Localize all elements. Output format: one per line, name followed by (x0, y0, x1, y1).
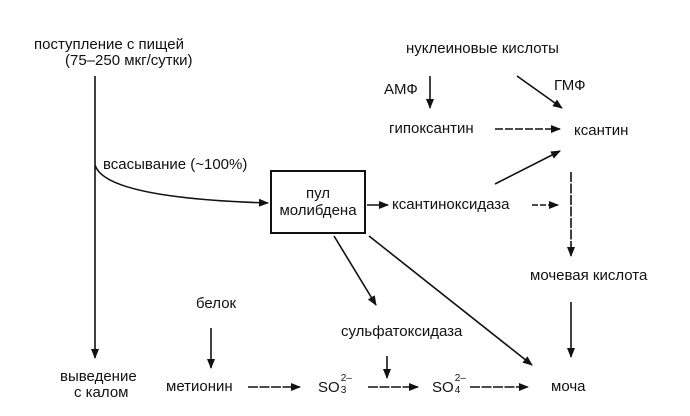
hypoxanthine-label: гипоксантин (389, 120, 474, 137)
excretion-label-line2: с калом (74, 384, 129, 401)
intake-label-line2: (75–250 мкг/сутки) (65, 52, 193, 69)
arrow-absorption-to-pool (94, 164, 269, 207)
intake-label-line1: поступление с пищей (34, 36, 184, 53)
sulfate-charge: 2– (454, 373, 466, 384)
sulfite-oxidase-label: сульфатоксидаза (341, 323, 463, 340)
pool-label-line1: пул (305, 185, 331, 202)
arrow-to-xanthine-diagonal (494, 150, 561, 185)
uric-acid-label: мочевая кислота (530, 267, 648, 284)
molybdenum-pool-box: пул молибдена (270, 170, 366, 234)
sulfite-subscript: 3 (340, 385, 347, 396)
protein-label: белок (196, 295, 237, 312)
methionine-label: метионин (166, 378, 233, 395)
nucleic-acids-label: нуклеиновые кислоты (406, 40, 559, 57)
xanthine-label: ксантин (574, 122, 629, 139)
arrow-gmp-to-xanthine (516, 75, 563, 109)
urine-label: моча (551, 378, 586, 395)
sulfite-charge: 2– (340, 373, 352, 384)
arrow-pool-to-sulfite-oxidase (333, 235, 377, 306)
arrow-pool-to-urine (368, 235, 533, 366)
absorption-label: всасывание (~100%) (103, 156, 248, 173)
sulfite-base: SO (318, 379, 340, 396)
gmp-label: ГМФ (554, 77, 586, 94)
sulfate-base: SO (432, 379, 454, 396)
xanthine-oxidase-label: ксантиноксидаза (392, 196, 510, 213)
pool-label-line2: молибдена (279, 202, 357, 219)
sulfate-subscript: 4 (454, 385, 461, 396)
excretion-label-line1: выведение (60, 368, 137, 385)
amp-label: АМФ (384, 81, 418, 98)
